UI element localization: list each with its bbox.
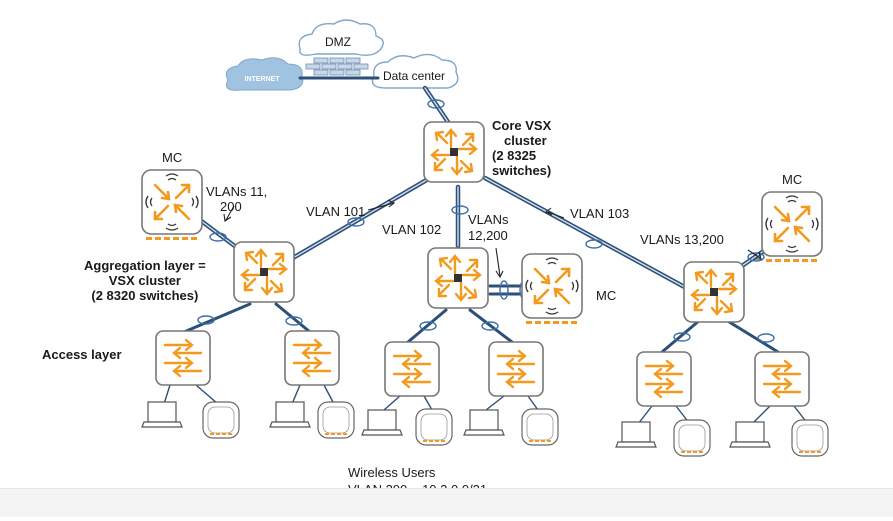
vlans-left-label: VLANs 11, 200 — [206, 184, 267, 214]
aggregation-label-line3: (2 8320 switches) — [91, 288, 199, 303]
vlans-center-line1: VLANs — [468, 212, 509, 227]
core-label-line2: cluster — [504, 133, 547, 148]
access-switch-4 — [487, 340, 545, 398]
vlans-left-line2: 200 — [220, 199, 242, 214]
laptop-icon — [361, 409, 403, 436]
access-switch-2 — [283, 329, 341, 387]
access-point-icon — [673, 419, 711, 457]
dmz-label: DMZ — [325, 35, 351, 49]
access-point-icon — [791, 419, 829, 457]
link-datacenter-core — [422, 85, 451, 125]
aggregation-switch-left — [232, 240, 296, 304]
access-layer-label: Access layer — [42, 347, 122, 362]
annotation-arrows — [223, 199, 762, 279]
access-point-icon — [521, 408, 559, 446]
mc-right-label: MC — [782, 172, 803, 187]
vlans-center-label: VLANs 12,200 — [468, 212, 508, 244]
aggregation-label-line2: VSX cluster — [108, 273, 181, 288]
internet-cloud — [225, 57, 304, 91]
mc-left-label: MC — [162, 150, 183, 165]
access-point-icon — [202, 401, 240, 439]
internet-label: INTERNET — [245, 76, 281, 83]
core-label-line1: Core VSX — [492, 118, 552, 133]
datacenter-cloud — [371, 53, 459, 89]
access-point-icon — [317, 401, 355, 439]
laptop-icon — [141, 401, 183, 428]
core-label-line3: (2 8325 — [492, 148, 537, 163]
vlans-left-line1: VLANs 11, — [206, 184, 268, 199]
link-core-aggregation-left — [283, 175, 433, 265]
vlan-102-label: VLAN 102 — [382, 222, 442, 237]
core-label: Core VSX cluster (2 8325 switches) — [492, 118, 551, 178]
datacenter-label: Data center — [383, 69, 445, 83]
vlans-center-line2: 12,200 — [468, 228, 508, 243]
access-point-icon — [415, 408, 453, 446]
links-aggregation-access — [182, 302, 780, 354]
mobility-controller-right — [760, 190, 824, 264]
vlan-101-label: VLAN 101 — [306, 204, 366, 219]
access-switch-6 — [753, 350, 811, 408]
clients — [141, 401, 829, 457]
access-switch-5 — [635, 350, 693, 408]
vlans-right-label: VLANs 13,200 — [640, 232, 724, 247]
aggregation-label-line1: Aggregation layer = — [84, 258, 206, 273]
laptop-icon — [729, 421, 771, 448]
core-switch — [422, 120, 486, 184]
laptop-icon — [615, 421, 657, 448]
aggregation-switch-center — [426, 246, 490, 310]
laptop-icon — [463, 409, 505, 436]
dmz-cloud — [298, 19, 384, 76]
access-switch-3 — [383, 340, 441, 398]
link-core-aggregation-right — [482, 175, 693, 293]
mobility-controller-center — [520, 252, 584, 326]
mc-center-label: MC — [596, 288, 617, 303]
access-switch-1 — [154, 329, 212, 387]
aggregation-switch-right — [682, 260, 746, 324]
core-label-line4: switches) — [492, 163, 552, 178]
vlan-103-label: VLAN 103 — [570, 206, 630, 221]
laptop-icon — [269, 401, 311, 428]
wireless-users-line1: Wireless Users — [348, 465, 436, 480]
mobility-controller-left — [140, 168, 204, 242]
bottom-strip — [0, 488, 893, 517]
link-mc-left — [197, 217, 243, 253]
aggregation-label: Aggregation layer = VSX cluster (2 8320 … — [84, 258, 206, 303]
link-mc-center — [488, 284, 522, 296]
